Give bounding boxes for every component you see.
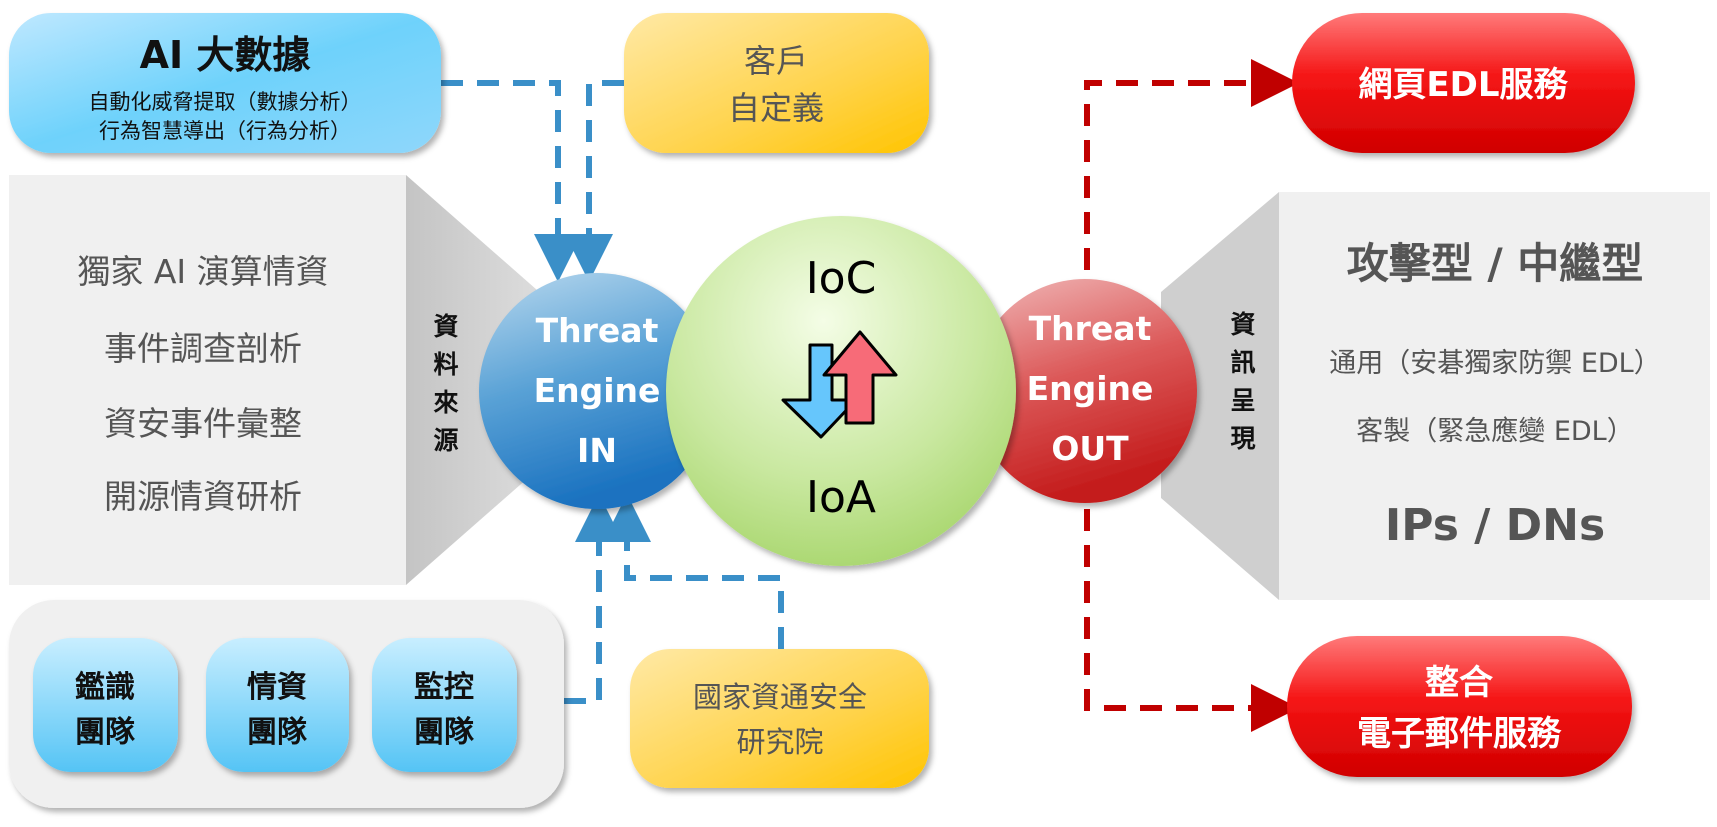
team-label: 團隊: [247, 715, 307, 750]
exchange-arrows-icon: [781, 330, 898, 439]
output-line: 通用（安碁獨家防禦 EDL）: [1329, 348, 1660, 379]
diagram-label: Engine: [534, 371, 661, 410]
ai-big-data-box: [9, 13, 441, 153]
team-monitoring: [372, 638, 517, 772]
diagram-label: 呈: [1230, 386, 1255, 415]
diagram-label: 來: [433, 388, 458, 417]
diagram-label: IN: [577, 431, 617, 470]
team-label: 情資: [247, 670, 307, 705]
source-item: 事件調查剖析: [104, 329, 302, 368]
customer-to-engine-line: [565, 80, 624, 282]
ai-box-title: AI 大數據: [140, 33, 312, 77]
teams-to-engine-line: [564, 494, 623, 704]
output-heading: 攻擊型 / 中繼型: [1347, 239, 1644, 288]
teams-container: 鑑識 團隊 情資 團隊 監控 團隊: [9, 600, 564, 808]
source-item: 獨家 AI 演算情資: [77, 252, 328, 291]
nics-box: [630, 649, 929, 788]
email-service-pill: [1287, 636, 1632, 777]
ioc-ioa-core-circle: IoC IoA: [666, 216, 1016, 566]
customer-defined-box: [624, 13, 929, 153]
output-footer: IPs / DNs: [1385, 500, 1605, 551]
output-panel: 資 訊 呈 現 攻擊型 / 中繼型 通用（安碁獨家防禦 EDL） 客製（緊急應變…: [1161, 192, 1710, 600]
diagram-label: OUT: [1051, 429, 1129, 468]
data-sources-label: 資 料 來 源: [433, 312, 458, 455]
threat-engine-out-circle: Threat Engine OUT: [973, 279, 1197, 503]
diagram-label: 資: [433, 312, 458, 341]
email-service-line: 整合: [1425, 663, 1493, 703]
team-intelligence: [206, 638, 349, 772]
nics-box-line: 國家資通安全: [693, 680, 867, 714]
source-item: 開源情資研析: [104, 477, 302, 516]
team-label: 鑑識: [75, 670, 135, 705]
output-label: 資 訊 呈 現: [1230, 310, 1255, 453]
team-forensics: [33, 638, 178, 772]
team-label: 團隊: [414, 715, 474, 750]
diagram-label: 訊: [1230, 348, 1255, 377]
diagram-label: Engine: [1027, 369, 1154, 408]
diagram-label: 料: [433, 350, 458, 379]
ioa-label: IoA: [806, 472, 876, 523]
diagram-label: 源: [433, 426, 458, 455]
output-line: 客製（緊急應變 EDL）: [1356, 416, 1633, 447]
nics-to-engine-line: [603, 494, 784, 649]
ai-box-line: 行為智慧導出（行為分析）: [99, 119, 351, 143]
diagram-label: Threat: [1029, 309, 1152, 348]
nics-box-line: 研究院: [736, 725, 823, 759]
customer-box-line: 客戶: [744, 42, 808, 80]
email-service-line: 電子郵件服務: [1357, 714, 1562, 754]
diagram-label: 現: [1230, 424, 1255, 453]
source-item: 資安事件彙整: [104, 404, 302, 443]
diagram-label: 資: [1230, 310, 1255, 339]
engine-to-edl-line: [1084, 59, 1299, 270]
ioc-label: IoC: [806, 253, 877, 304]
team-label: 團隊: [75, 715, 135, 750]
threat-engine-in-circle: Threat Engine IN: [479, 273, 715, 509]
data-sources-panel: 獨家 AI 演算情資 事件調查剖析 資安事件彙整 開源情資研析 資 料 來 源: [9, 175, 537, 585]
engine-to-email-line: [1084, 509, 1299, 732]
web-edl-service-label: 網頁EDL服務: [1358, 65, 1568, 105]
ai-to-engine-line: [441, 80, 582, 282]
web-edl-service-pill: [1292, 13, 1635, 153]
connectors: [441, 59, 1299, 732]
ai-box-line: 自動化威脅提取（數據分析）: [89, 90, 362, 114]
customer-box-line: 自定義: [728, 89, 824, 127]
diagram-label: Threat: [536, 311, 659, 350]
team-label: 監控: [414, 670, 474, 705]
